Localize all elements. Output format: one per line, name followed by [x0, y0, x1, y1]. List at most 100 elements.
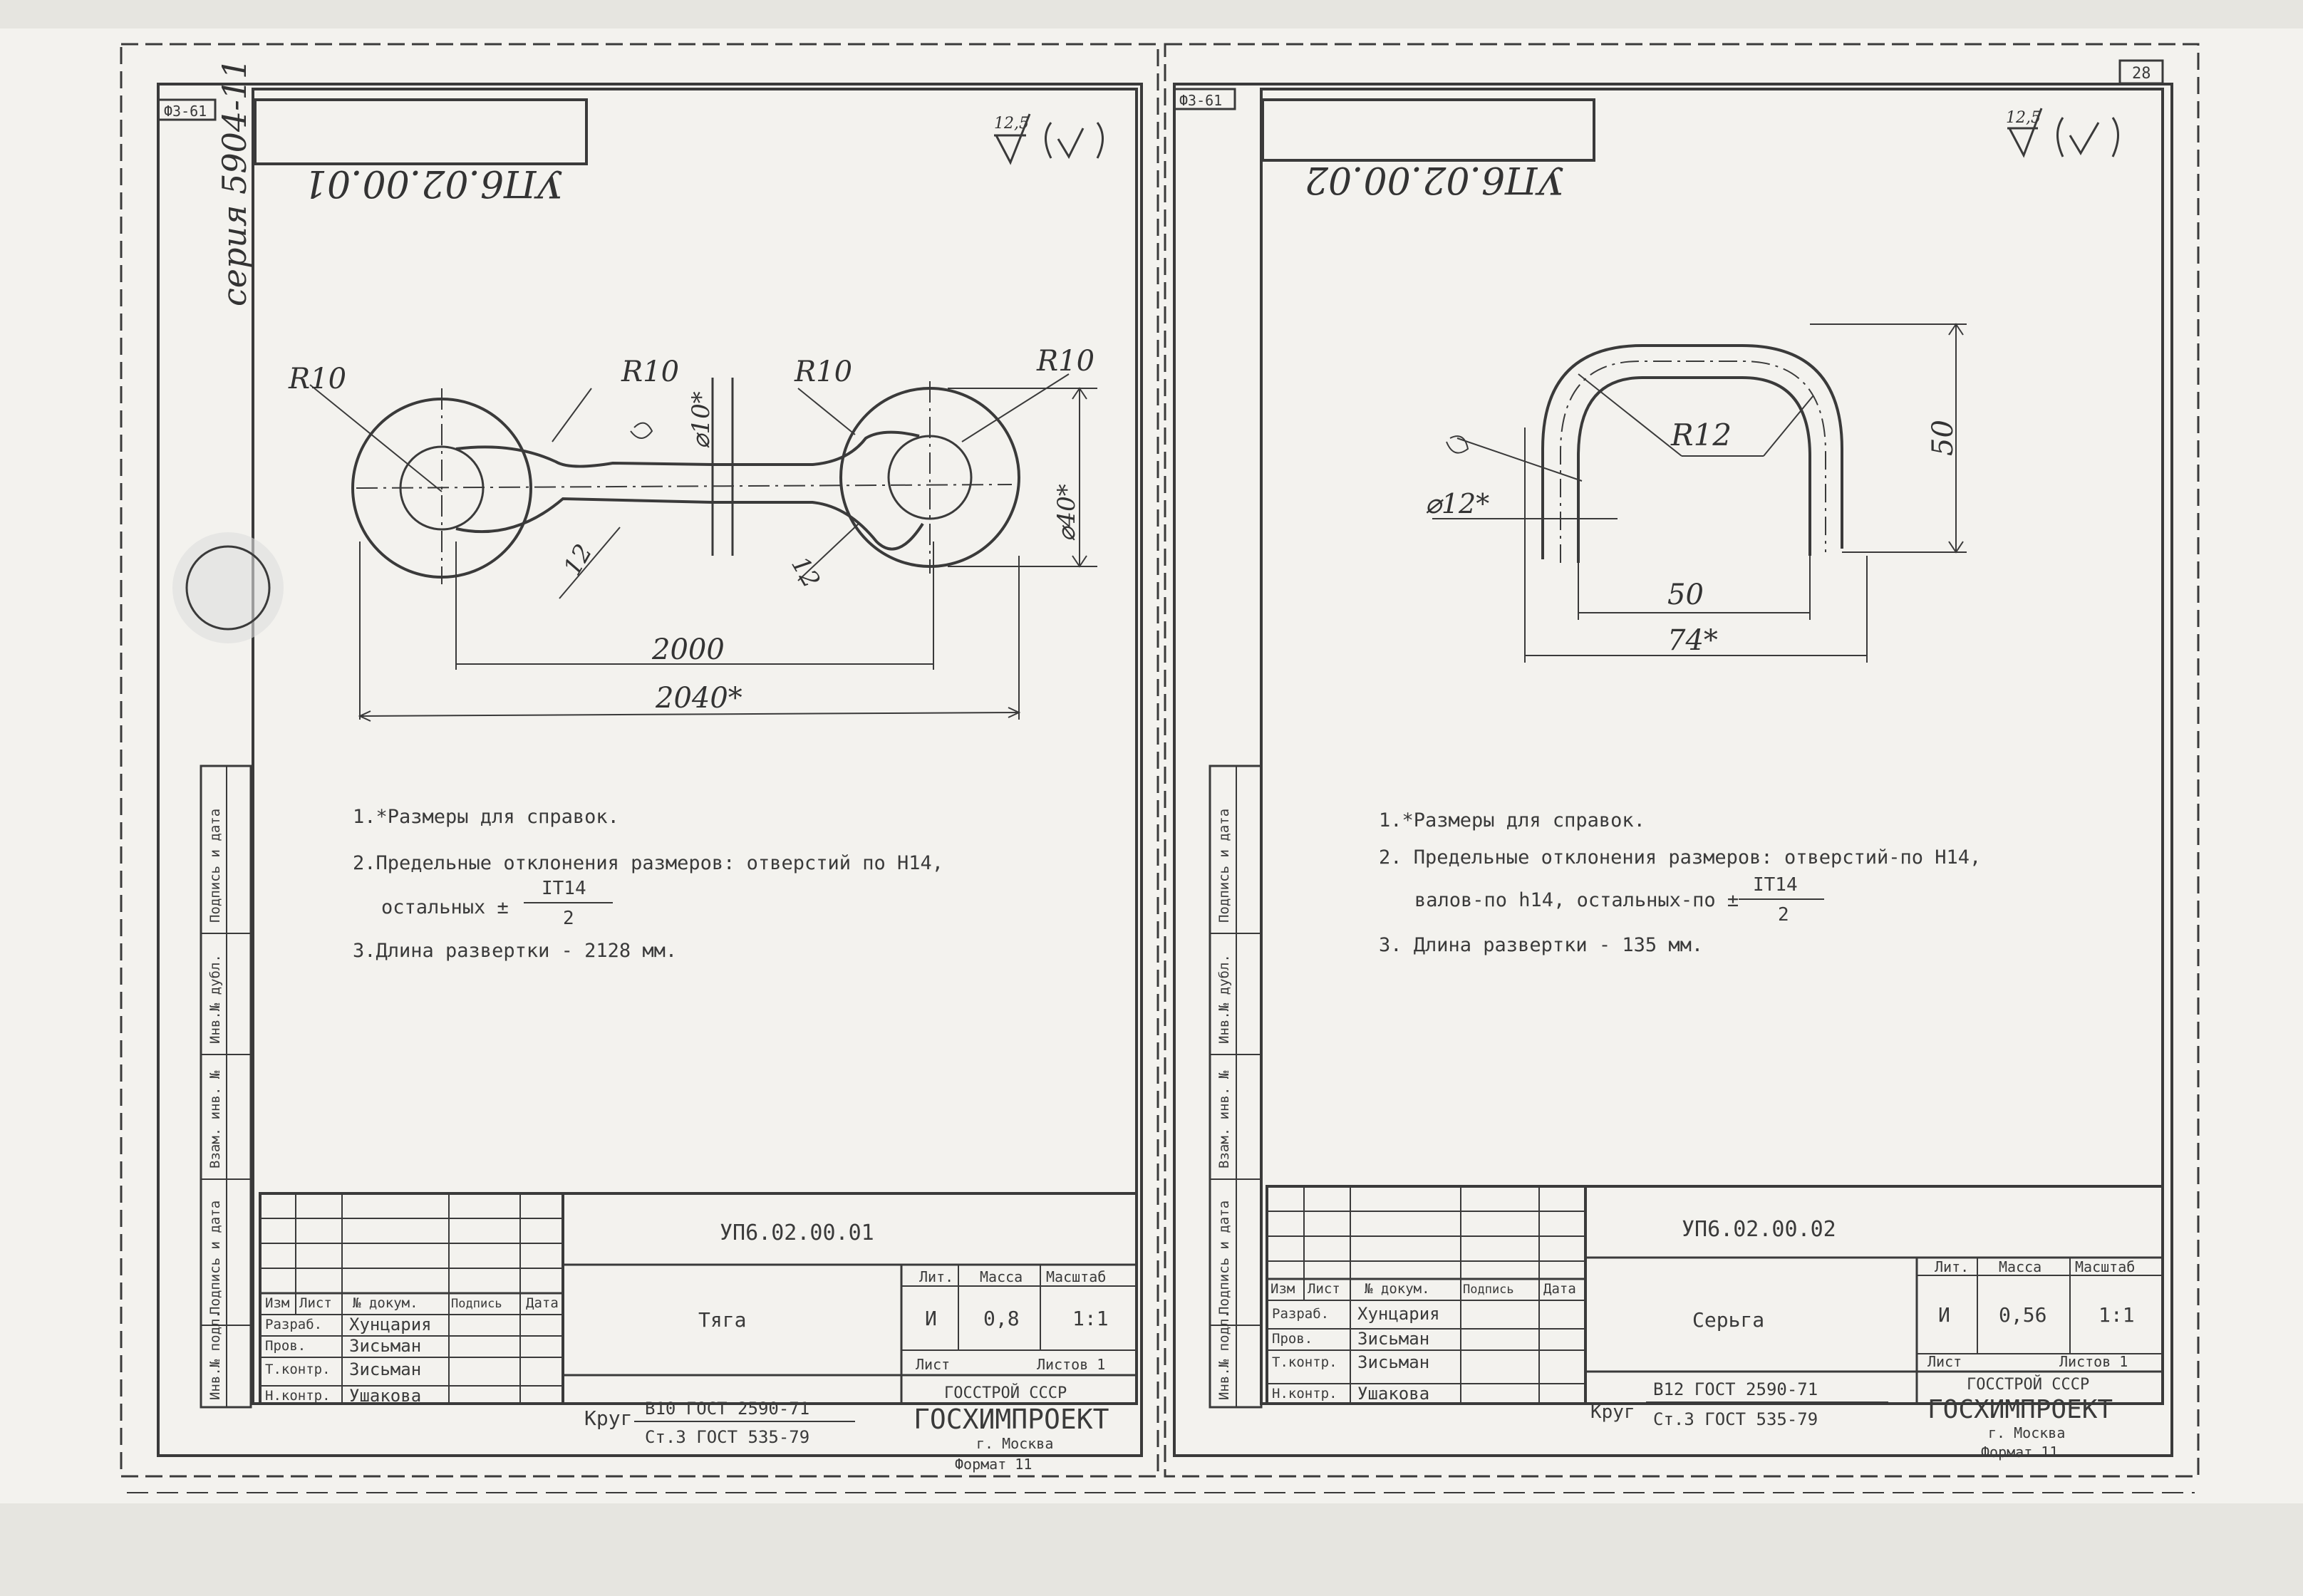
left-stamp-label-5: Инв.№ подл. [207, 1310, 223, 1400]
sheet-number: 28 [2132, 65, 2151, 83]
right-tb-code: УП6.02.00.02 [1682, 1217, 1836, 1242]
left-name-3: Ушакова [349, 1386, 421, 1406]
right-dashed-frame [1164, 43, 2200, 1478]
left-tb-scale: 1:1 [1072, 1307, 1109, 1330]
right-material-bottom: Ст.3 ГОСТ 535-79 [1653, 1409, 1818, 1429]
right-org3: г. Москва [1988, 1424, 2065, 1441]
left-note-2b: остальных ± [381, 896, 509, 918]
left-role-3: Н.контр. [265, 1388, 331, 1404]
right-name-2: Зисьман [1357, 1352, 1429, 1372]
dim-12-b: 12 [785, 552, 825, 593]
right-name-1: Зисьман [1357, 1329, 1429, 1349]
left-tb-mass: 0,8 [983, 1307, 1020, 1330]
dim-2000: 2000 [651, 633, 725, 666]
dim-dia-eye: ⌀40* [1052, 484, 1081, 542]
dim-outer-74: 74* [1667, 624, 1718, 657]
left-hdr-lit: Лит. [919, 1268, 953, 1285]
left-roughness-symbol: 12,5 [994, 113, 1104, 165]
left-format: Формат 11 [955, 1456, 1032, 1473]
right-mirrored-code: УП6.02.00.02 [1305, 158, 1564, 201]
right-role-0: Разраб. [1272, 1306, 1329, 1322]
right-hdr-sign: Подпись [1463, 1282, 1514, 1297]
left-dashed-frame [120, 43, 1159, 1478]
round-stamp [172, 532, 284, 643]
right-role-3: Н.контр. [1272, 1386, 1337, 1401]
left-name-1: Зисьман [349, 1336, 421, 1356]
right-note-1: 1.*Размеры для справок. [1379, 809, 1645, 831]
left-stamp-label-4: Подпись и дата [207, 1201, 223, 1315]
right-title-block [1266, 1185, 2164, 1405]
left-org1: ГОССТРОЙ СССР [944, 1384, 1067, 1402]
right-stamp-label-2: Инв.№ дубл. [1216, 954, 1232, 1044]
right-sheet-border [1173, 83, 2173, 1457]
left-note-3: 3.Длина развертки - 2128 мм. [353, 940, 677, 962]
right-tb-lit: И [1938, 1303, 1950, 1327]
left-material-bottom: Ст.3 ГОСТ 535-79 [645, 1427, 809, 1447]
right-tb-scale: 1:1 [2098, 1303, 2135, 1327]
dim-height-50: 50 [1927, 420, 1960, 456]
left-hdr-mass: Масса [980, 1268, 1023, 1285]
right-material-top: В12 ГОСТ 2590-71 [1653, 1379, 1818, 1399]
left-tol-den: 2 [563, 908, 574, 929]
left-sheet-border [157, 83, 1143, 1457]
right-name-3: Ушакова [1357, 1384, 1429, 1404]
left-material-prefix: Круг [584, 1406, 632, 1430]
left-tol-num: IT14 [542, 878, 586, 899]
dim-r10-2: R10 [621, 356, 679, 388]
left-mirrored-code-box [254, 98, 588, 165]
right-hdr-lit: Лит. [1935, 1258, 1969, 1275]
left-form-code: Ф3-61 [164, 103, 207, 120]
right-material-prefix: Круг [1590, 1401, 1635, 1423]
right-tol-den: 2 [1778, 904, 1789, 926]
left-name-0: Хунцария [349, 1315, 432, 1335]
right-tb-mass: 0,56 [1999, 1303, 2046, 1327]
left-hdr-doc: № докум. [353, 1295, 418, 1311]
left-note-1: 1.*Размеры для справок. [353, 806, 619, 828]
left-title-block [259, 1192, 1138, 1405]
right-note-2b: валов-по h14, остальных-по ± [1414, 889, 1739, 911]
right-stamp-label-3: Взам. инв. № [1216, 1070, 1232, 1168]
right-stamp-label-4: Подпись и дата [1216, 1201, 1232, 1315]
right-hdr-doc: № докум. [1365, 1281, 1430, 1297]
left-mirrored-code: УП6.02.00.01 [304, 162, 563, 204]
right-role-1: Пров. [1272, 1331, 1313, 1347]
dim-r10-3: R10 [794, 356, 852, 388]
right-form-code: Ф3-61 [1179, 92, 1222, 109]
right-note-2: 2. Предельные отклонения размеров: отвер… [1379, 846, 1981, 869]
rod-drawing [309, 373, 1097, 722]
left-stamp-label-2: Инв.№ дубл. [207, 954, 223, 1044]
right-hdr-scale: Масштаб [2075, 1258, 2135, 1275]
scan-edge-bottom [0, 1503, 2303, 1596]
right-mirrored-code-box [1261, 98, 1595, 162]
scan-edge-top [0, 0, 2303, 28]
left-hdr-list: Лист [299, 1295, 332, 1311]
left-org2: ГОСХИМПРОЕКТ [914, 1404, 1109, 1435]
left-tb-sheets: Листов 1 [1037, 1356, 1105, 1373]
left-tb-sheet: Лист [916, 1356, 950, 1373]
right-role-2: Т.контр. [1272, 1354, 1337, 1370]
dim-dia-rod: ⌀10* [687, 391, 715, 449]
right-tb-name: Серьга [1692, 1308, 1764, 1332]
dim-inner-50: 50 [1667, 579, 1704, 611]
dim-r10-4: R10 [1036, 345, 1094, 378]
right-name-0: Хунцария [1357, 1304, 1440, 1324]
right-roughness-symbol: 12,5 [2006, 108, 2119, 158]
right-note-3: 3. Длина развертки - 135 мм. [1379, 934, 1703, 956]
right-stamp-label-1: Подпись и дата [1216, 809, 1232, 923]
left-role-2: Т.контр. [265, 1362, 331, 1377]
right-drawing-field [1260, 88, 2164, 1405]
right-form-box [1173, 88, 1236, 110]
right-tol-num: IT14 [1753, 874, 1798, 896]
round-stamp-inner [185, 545, 271, 631]
left-tb-name: Тяга [698, 1308, 746, 1332]
dim-r10-1: R10 [288, 363, 346, 395]
dim-2040: 2040* [655, 682, 742, 715]
right-format: Формат 11 [1981, 1444, 2058, 1461]
right-hdr-izm: Изм [1270, 1281, 1295, 1297]
left-hdr-date: Дата [526, 1295, 559, 1311]
left-material-top: В10 ГОСТ 2590-71 [645, 1399, 809, 1419]
right-hdr-date: Дата [1543, 1281, 1576, 1297]
left-tb-code: УП6.02.00.01 [720, 1221, 874, 1245]
left-tb-lit: И [925, 1307, 937, 1330]
